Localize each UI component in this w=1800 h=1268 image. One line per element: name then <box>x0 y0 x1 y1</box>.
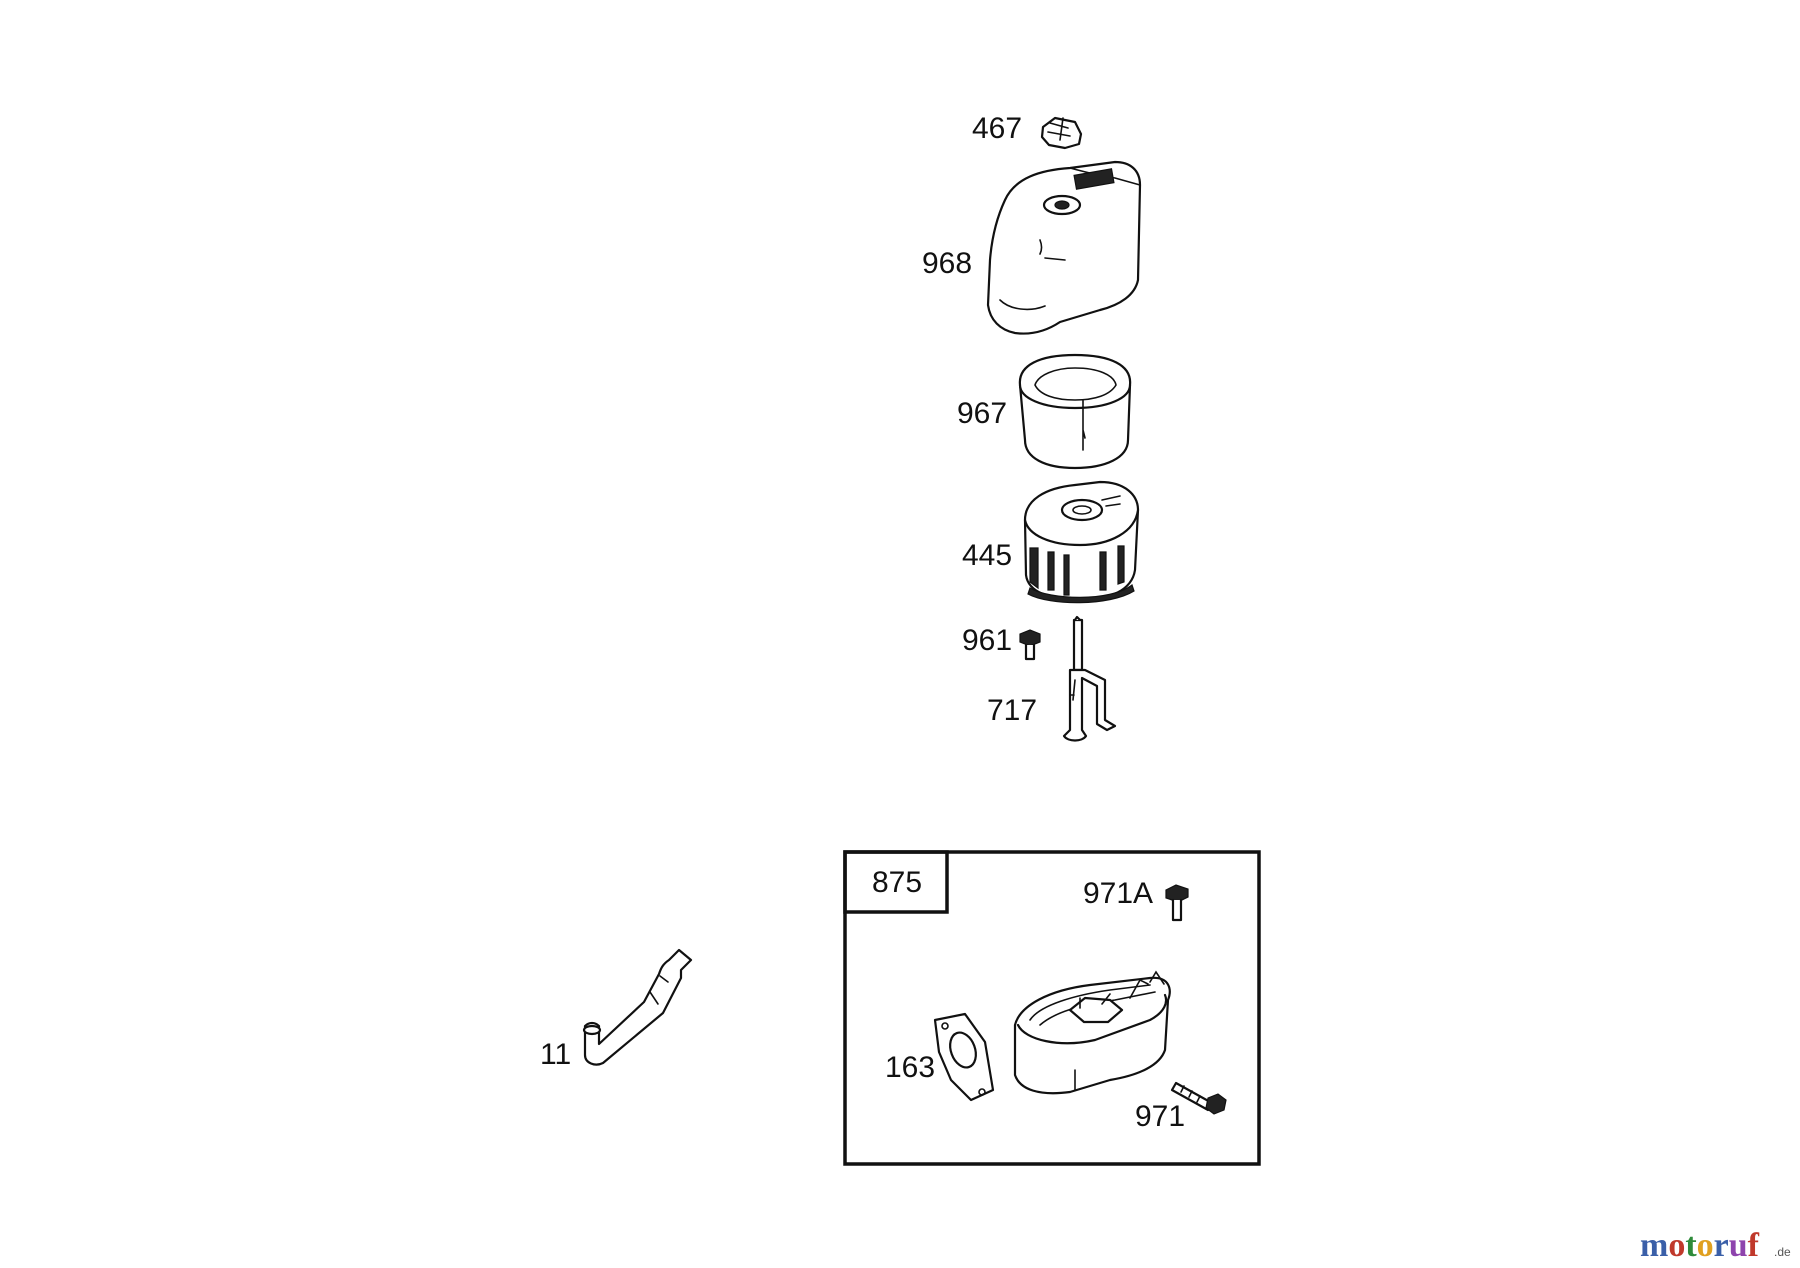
kit-875-tab <box>843 850 949 914</box>
label-11: 11 <box>540 1038 571 1071</box>
watermark-letter: r <box>1714 1227 1729 1264</box>
part-968-cover <box>986 160 1142 335</box>
part-967-precleaner <box>1018 353 1132 470</box>
label-163: 163 <box>885 1051 935 1084</box>
part-163-gasket <box>933 1012 995 1102</box>
part-445-filter <box>1023 480 1140 604</box>
label-968: 968 <box>922 247 972 280</box>
watermark-letter: m <box>1640 1227 1668 1264</box>
part-971A-bolt <box>1165 884 1189 922</box>
label-961: 961 <box>962 624 1012 657</box>
part-875-base <box>1013 970 1171 1095</box>
watermark-text: motoruf <box>1640 1227 1760 1264</box>
label-971A: 971A <box>1083 877 1153 910</box>
part-467-cap-nut <box>1040 116 1083 150</box>
watermark-letter: o <box>1668 1227 1685 1264</box>
label-467: 467 <box>972 112 1022 145</box>
watermark-suffix: .de <box>1774 1245 1791 1259</box>
watermark-letter: t <box>1685 1227 1697 1264</box>
part-717-bracket <box>1062 615 1117 742</box>
part-961-screw <box>1019 629 1041 661</box>
kit-875-frame <box>843 850 1261 1166</box>
label-445: 445 <box>962 539 1012 572</box>
label-717: 717 <box>987 694 1037 727</box>
watermark-letter: f <box>1748 1227 1760 1264</box>
watermark-letter: o <box>1697 1227 1714 1264</box>
label-967: 967 <box>957 397 1007 430</box>
watermark-letter: u <box>1729 1227 1748 1264</box>
part-11-breather-tube <box>582 948 693 1066</box>
label-971: 971 <box>1135 1100 1185 1133</box>
part-971-bolt <box>1170 1081 1227 1115</box>
label-875: 875 <box>872 866 922 899</box>
watermark-motoruf: motoruf .de <box>1640 1227 1791 1264</box>
